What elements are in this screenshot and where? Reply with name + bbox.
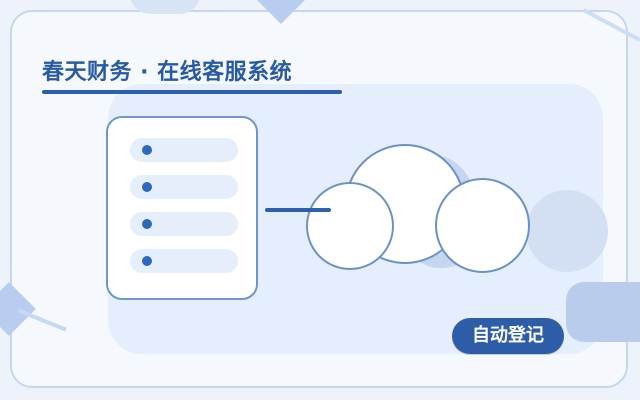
- right-circle-decoration: [526, 190, 608, 272]
- right-tab-decoration: [566, 282, 640, 342]
- connector-line: [265, 208, 331, 212]
- bullet-dot-icon: [142, 145, 152, 155]
- page-title-text: 春天财务 · 在线客服系统: [42, 60, 293, 85]
- list-item: [130, 138, 238, 162]
- list-item: [130, 212, 238, 236]
- bullet-dot-icon: [142, 256, 152, 266]
- service-list-card: [106, 116, 258, 300]
- top-triangle-decoration: [257, 0, 305, 24]
- page-title: 春天财务 · 在线客服系统: [42, 58, 342, 94]
- list-item: [130, 249, 238, 273]
- bullet-dot-icon: [142, 219, 152, 229]
- auto-register-button[interactable]: 自动登记: [452, 318, 564, 354]
- cloud-icon: [300, 140, 540, 280]
- bullet-dot-icon: [142, 182, 152, 192]
- list-item: [130, 175, 238, 199]
- cloud-right-circle: [435, 178, 530, 273]
- top-tab-decoration: [130, 0, 200, 14]
- cloud-left-circle: [306, 182, 394, 270]
- title-underline: [42, 90, 342, 94]
